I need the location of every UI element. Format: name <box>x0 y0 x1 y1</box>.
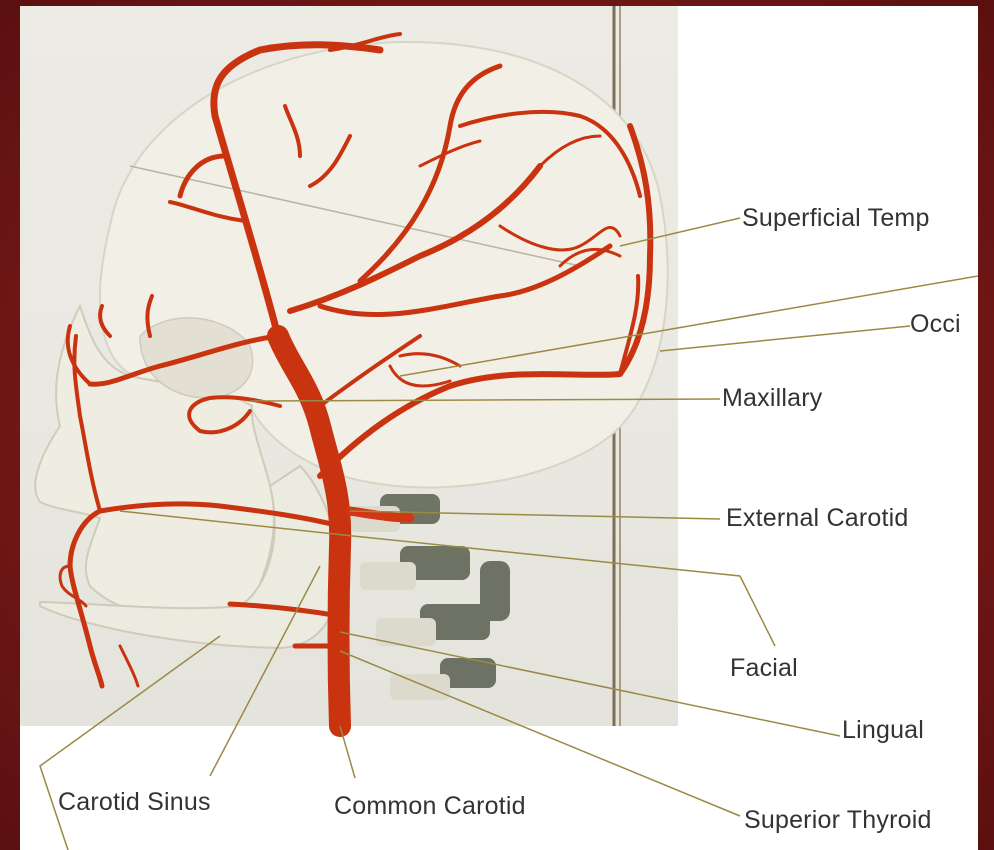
label-common-carotid: Common Carotid <box>334 792 526 821</box>
label-superior-thyroid: Superior Thyroid <box>744 806 932 835</box>
label-external-carotid: External Carotid <box>726 504 908 533</box>
diagram-panel: Superficial Temp Occi Maxillary External… <box>20 6 978 850</box>
label-occipital: Occi <box>910 310 961 339</box>
label-lingual: Lingual <box>842 716 924 745</box>
label-facial: Facial <box>730 654 798 683</box>
vertebra-bodies <box>350 506 450 700</box>
leader-occipital-2 <box>660 326 910 351</box>
skull-illustration <box>20 6 978 850</box>
label-maxillary: Maxillary <box>722 384 822 413</box>
label-carotid-sinus: Carotid Sinus <box>58 788 211 817</box>
label-superficial-temporal: Superficial Temp <box>742 204 930 233</box>
